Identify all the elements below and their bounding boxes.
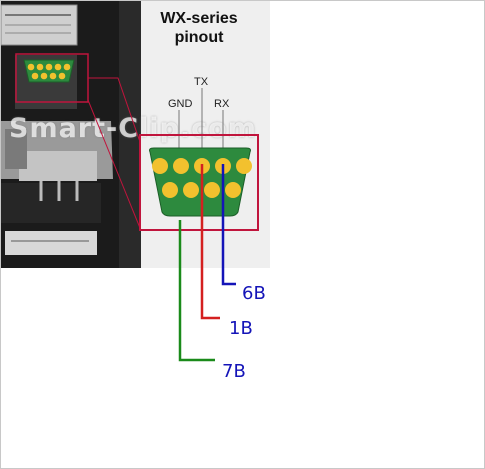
- large-connector: [149, 147, 252, 217]
- tx-label: TX: [194, 76, 209, 88]
- gnd-wire: [178, 220, 215, 362]
- gnd-label: GND: [168, 98, 193, 110]
- phone-photo: Smart-Clip.com: [1, 1, 270, 268]
- diagram-title: WX-series: [160, 10, 238, 27]
- pin-2: [173, 158, 189, 174]
- pin-8: [204, 182, 220, 198]
- pin-5: [236, 158, 252, 174]
- tx-wire-label: 1B: [229, 318, 253, 339]
- rx-wire-label: 6B: [242, 283, 266, 304]
- small-connector: [23, 59, 75, 83]
- pin-7: [183, 182, 199, 198]
- pin-1: [152, 158, 168, 174]
- callout-line: [88, 77, 141, 143]
- tx-wire: [200, 164, 220, 320]
- pin-9: [225, 182, 241, 198]
- gnd-wire-label: 7B: [222, 361, 246, 382]
- large-highlight-box: [139, 134, 259, 231]
- watermark-text: Smart-Clip.com: [9, 113, 257, 144]
- callout-line-bottom: [87, 99, 141, 229]
- rx-wire: [221, 164, 236, 286]
- diagram-subtitle: pinout: [174, 29, 224, 46]
- rx-label: RX: [214, 98, 230, 110]
- pin-6: [162, 182, 178, 198]
